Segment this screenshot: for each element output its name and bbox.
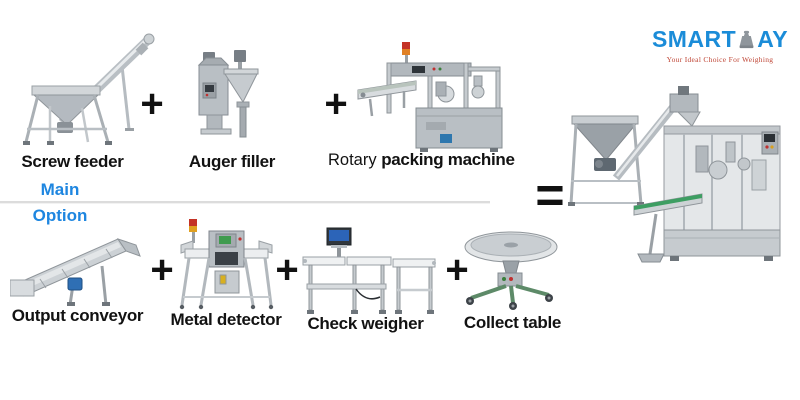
rotary-packing-machine-label: Rotary packing machine — [328, 150, 515, 170]
main-option-divider — [0, 201, 490, 204]
collect-table-label: Collect table — [463, 313, 562, 332]
plus-operator-4: + — [275, 248, 299, 292]
logo-text-ay: AY — [757, 26, 789, 52]
rotary-label-prefix: Rotary — [328, 151, 382, 169]
metal-detector-illustration — [179, 219, 274, 310]
main-group-label: Main — [40, 180, 80, 199]
logo-text-smart: SMART — [651, 26, 737, 52]
auger-filler-label: Auger filler — [188, 152, 276, 171]
option-group-label: Option — [32, 206, 88, 225]
rotary-packing-machine-illustration — [356, 42, 506, 152]
logo-tagline: Your Ideal Choice For Weighing — [666, 55, 774, 64]
screw-feeder-label: Screw feeder — [21, 152, 124, 171]
screw-feeder-illustration — [10, 26, 155, 150]
check-weigher-illustration — [301, 226, 437, 316]
rotary-label-bold: packing machine — [381, 150, 515, 169]
plus-operator-3: + — [150, 248, 174, 292]
collect-table-illustration — [461, 226, 561, 310]
output-conveyor-illustration — [10, 232, 152, 308]
auger-filler-illustration — [195, 50, 265, 144]
plus-operator-2: + — [324, 82, 348, 126]
plus-operator-1: + — [140, 82, 164, 126]
check-weigher-label: Check weigher — [307, 314, 424, 333]
logo: SMART AY Your Ideal Choice For Weighing — [640, 26, 800, 64]
complete-packing-line-illustration — [566, 86, 798, 274]
equals-operator: = — [535, 167, 565, 223]
plus-operator-5: + — [445, 248, 469, 292]
metal-detector-label: Metal detector — [170, 310, 282, 329]
output-conveyor-label: Output conveyor — [11, 306, 144, 325]
weight-icon — [737, 30, 756, 49]
